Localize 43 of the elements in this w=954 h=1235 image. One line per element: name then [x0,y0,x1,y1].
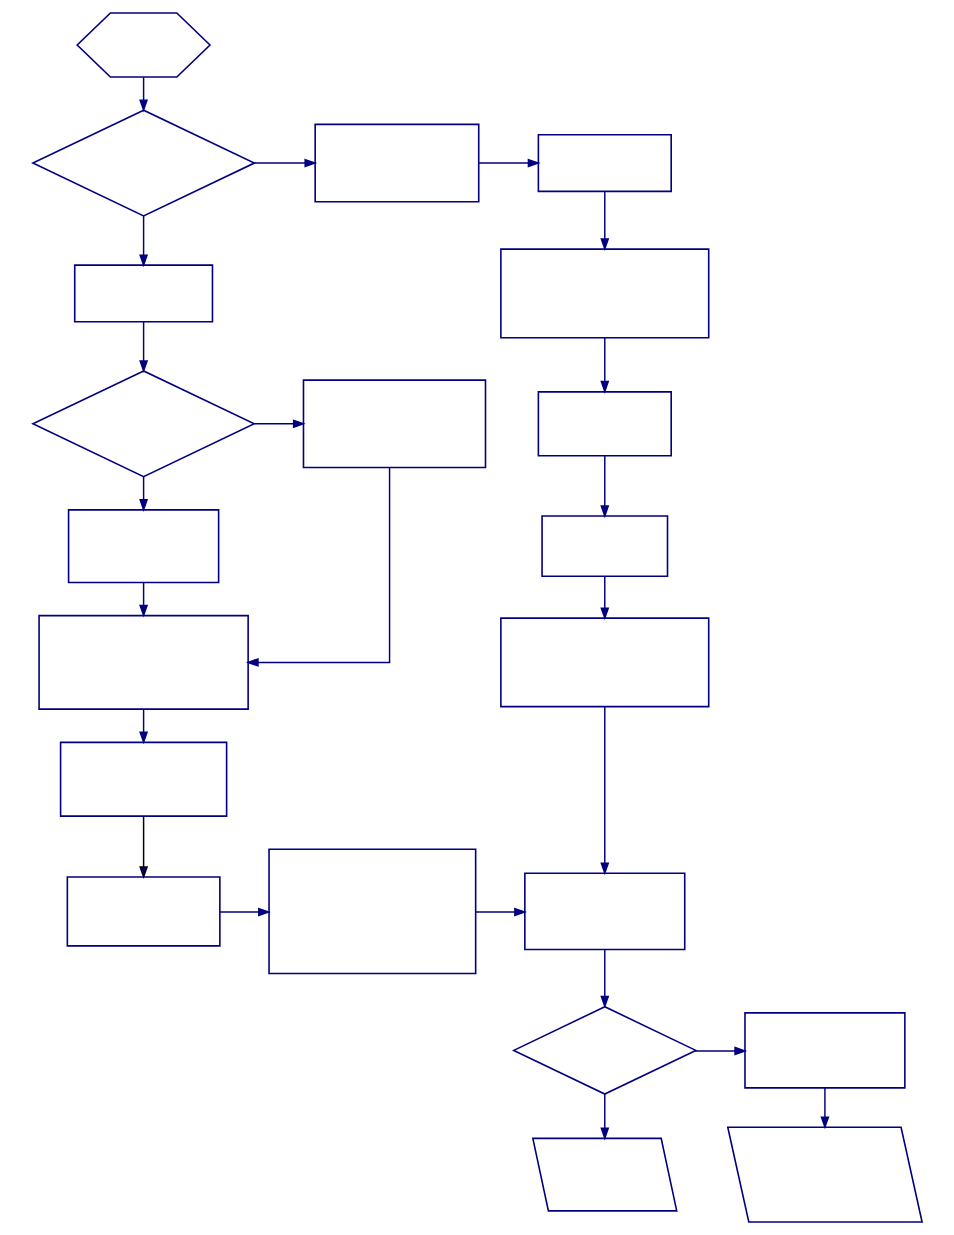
node-diamond [30,370,256,478]
arrow [477,158,540,168]
node-box [743,1012,906,1089]
arrow [474,907,527,917]
node-diamond [30,109,256,217]
node-box [313,123,480,203]
arrow [138,708,148,745]
arrow [138,215,148,268]
node-parallelogram [531,1137,678,1212]
arrow [819,1087,829,1130]
node-box [523,872,686,951]
node-box [540,515,668,578]
arrow [218,907,271,917]
node-box [499,617,709,708]
arrow [138,76,148,113]
node-box [302,379,486,469]
node-parallelogram [726,1126,923,1223]
arrow [253,158,317,168]
node-box [267,848,476,975]
arrow [599,706,609,876]
arrow [599,575,609,621]
arrow [253,419,306,429]
arrow [599,337,609,394]
node-box [59,741,227,817]
node-diamond [511,1005,698,1095]
arrow [138,581,148,618]
arrow [599,949,609,1009]
node-box [66,876,221,947]
node-box [499,248,709,339]
arrow [693,1046,747,1056]
node-hexagon [75,12,211,78]
node-box [37,614,249,710]
node-box [537,134,672,193]
arrow [138,321,148,374]
arrow [599,190,609,252]
arrow [138,476,148,512]
node-box [537,391,672,457]
arrow [599,455,609,519]
arrow [599,1093,609,1141]
arrow [245,467,390,667]
node-box [73,264,213,323]
arrow [138,815,148,880]
node-box [67,509,219,584]
